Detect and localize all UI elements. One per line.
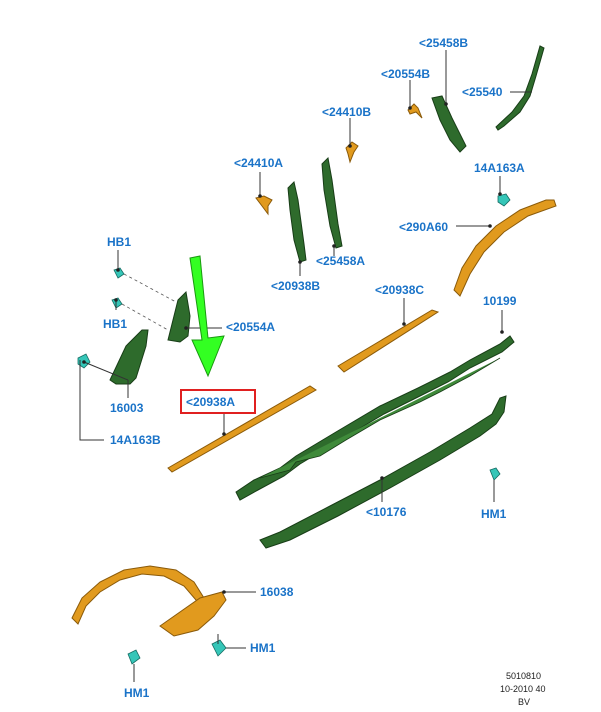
label-HM1-right: HM1 (481, 507, 507, 521)
part-20938B-shape (287, 181, 307, 263)
label-HB1-top: HB1 (107, 235, 131, 249)
dash-hb1-top (123, 273, 177, 303)
footer-code-line2: 10-2010 40 (500, 684, 546, 694)
dash-hb1-bottom (121, 303, 169, 331)
clip-HM1-right-shape (489, 467, 501, 481)
part-20938C-shape (337, 309, 440, 373)
label-10199: 10199 (483, 294, 517, 308)
label-20554A: <20554A (226, 320, 275, 334)
label-20938C: <20938C (375, 283, 424, 297)
part-20554A-shape (167, 290, 191, 343)
footer-code-line1: 5010810 (506, 671, 541, 681)
label-25540: <25540 (462, 85, 503, 99)
label-16003: 16003 (110, 401, 144, 415)
label-20938B: <20938B (271, 279, 320, 293)
label-14A163A: 14A163A (474, 161, 525, 175)
clip-HM1-bottom-shape (127, 649, 141, 665)
part-16038-bracket-shape (159, 591, 227, 637)
part-16003-shape (109, 329, 149, 385)
part-25540-shape (495, 45, 545, 131)
part-25458A-shape (321, 156, 343, 249)
label-HB1-bottom: HB1 (103, 317, 127, 331)
highlight-arrow-icon (189, 255, 225, 378)
leader-lines (79, 50, 532, 682)
label-20554B: <20554B (381, 67, 430, 81)
label-290A60: <290A60 (399, 220, 448, 234)
part-20938A-shape (167, 385, 317, 473)
footer-code-line3: BV (518, 697, 530, 707)
label-20938A: <20938A (186, 395, 235, 409)
label-25458B-top: <25458B (419, 36, 468, 50)
part-10199-detail (259, 357, 501, 479)
part-290A60-shape (453, 199, 557, 297)
label-HM1-bottom: HM1 (124, 686, 150, 700)
part-24410A-shape (255, 195, 273, 216)
part-10176-shape (259, 395, 507, 549)
label-24410B: <24410B (322, 105, 371, 119)
label-25458A: <25458A (316, 254, 365, 268)
label-16038: 16038 (260, 585, 294, 599)
part-25458B-upper-shape (431, 95, 467, 153)
clip-HM1-mid-shape (211, 639, 227, 657)
label-14A163B: 14A163B (110, 433, 161, 447)
label-24410A: <24410A (234, 156, 283, 170)
part-10199-shape (235, 335, 515, 501)
label-10176: <10176 (366, 505, 407, 519)
part-24410B-shape (345, 141, 359, 164)
label-HM1-mid: HM1 (250, 641, 276, 655)
highlight-box (180, 389, 256, 414)
clip-14A163A-shape (497, 193, 511, 207)
